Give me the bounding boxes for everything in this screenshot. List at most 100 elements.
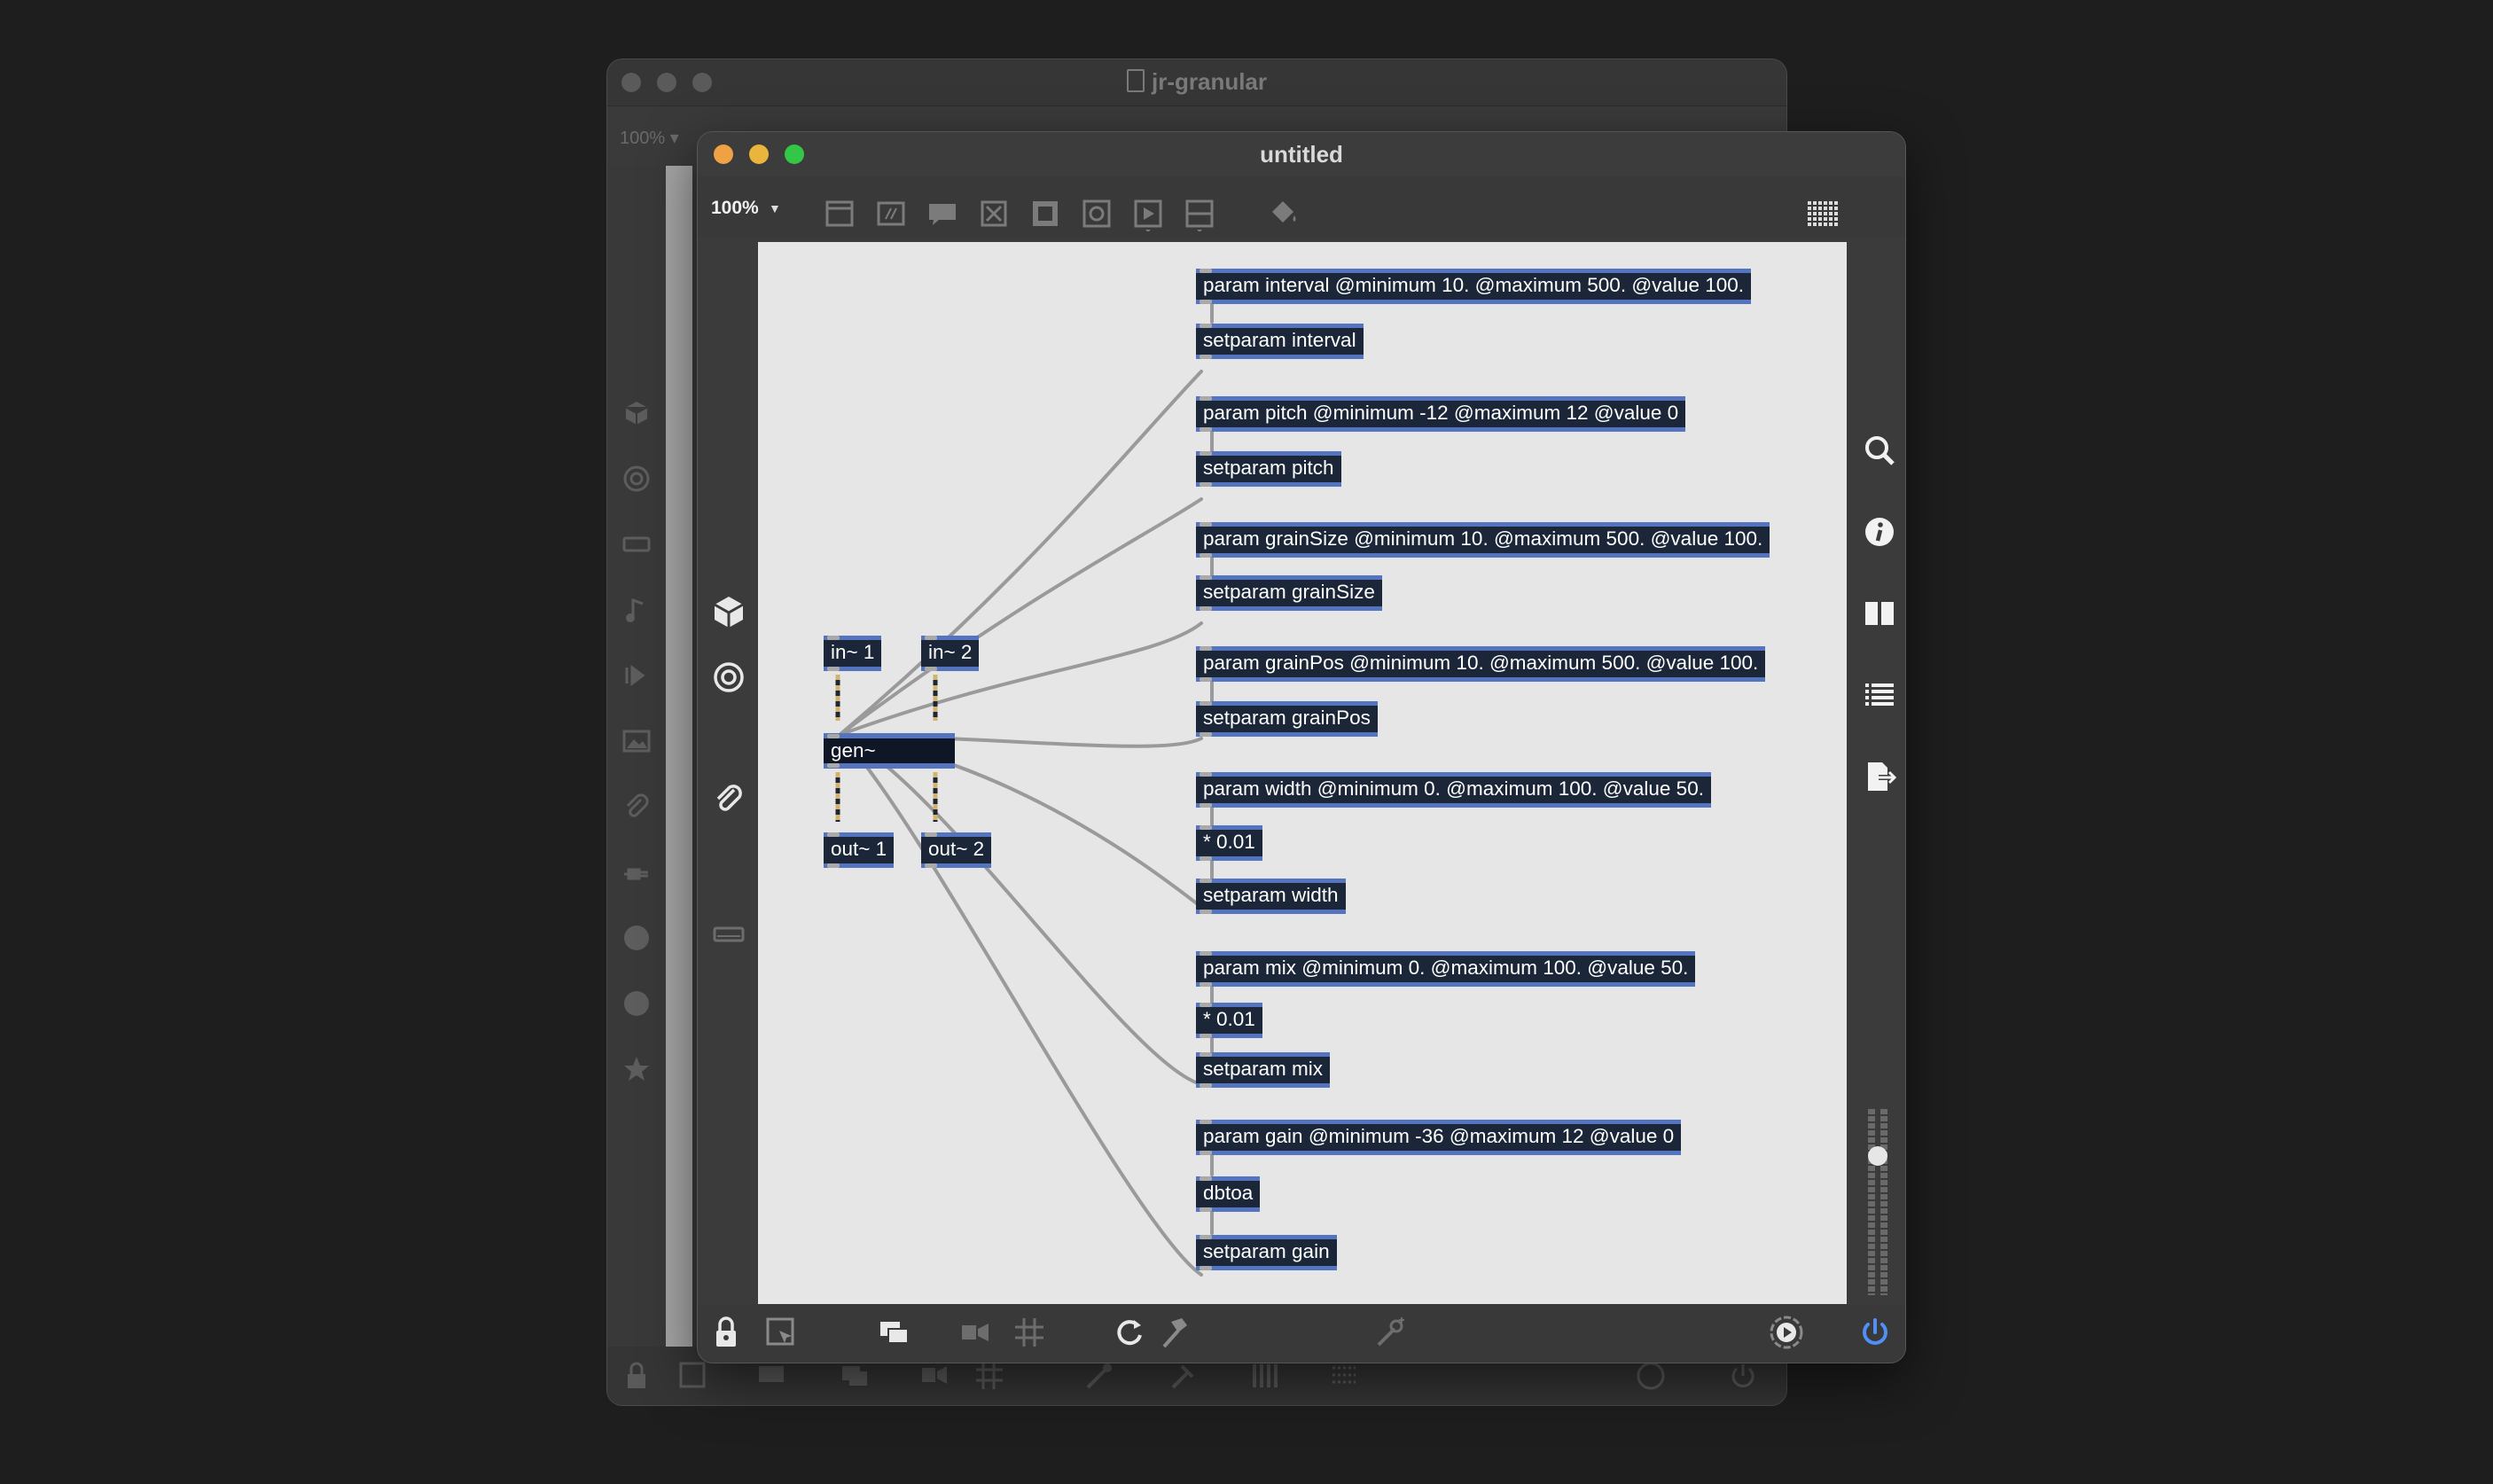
message-box-icon[interactable] xyxy=(873,196,909,231)
object-param-mix[interactable]: param mix @minimum 0. @maximum 100. @val… xyxy=(1196,951,1696,987)
inlet[interactable] xyxy=(827,832,840,837)
debug-icon[interactable] xyxy=(1082,1359,1116,1393)
hammer-icon[interactable] xyxy=(1166,1359,1200,1393)
outlet[interactable] xyxy=(1200,677,1212,682)
inlet[interactable] xyxy=(925,636,937,640)
search-icon[interactable] xyxy=(1861,432,1898,469)
outlet[interactable] xyxy=(1200,427,1212,432)
cord-gen-to-setparam-grainsize[interactable] xyxy=(838,621,1203,737)
power-icon[interactable] xyxy=(1726,1359,1760,1393)
outlet[interactable] xyxy=(1200,910,1212,914)
cord-gen-to-setparam-mix[interactable] xyxy=(838,733,1203,1086)
outlet[interactable] xyxy=(1200,553,1212,558)
background-window-titlebar[interactable] xyxy=(607,59,1786,106)
outlet[interactable] xyxy=(925,863,937,868)
slider-icon[interactable] xyxy=(1182,196,1217,231)
image-icon[interactable] xyxy=(621,726,652,756)
object-in2[interactable]: in~ 2 xyxy=(921,636,980,671)
outlet[interactable] xyxy=(1200,1034,1212,1038)
inlet[interactable] xyxy=(1200,1003,1212,1007)
inlet[interactable] xyxy=(1200,269,1212,273)
power-icon[interactable] xyxy=(1856,1313,1895,1352)
music-note-icon[interactable] xyxy=(621,595,652,625)
inlet[interactable] xyxy=(827,636,840,640)
inlet[interactable] xyxy=(1200,396,1212,401)
outlet[interactable] xyxy=(1200,732,1212,737)
outlet[interactable] xyxy=(1200,803,1212,808)
object-out1[interactable]: out~ 1 xyxy=(824,832,895,868)
object-param-pitch[interactable]: param pitch @minimum -12 @maximum 12 @va… xyxy=(1196,396,1686,432)
inlet[interactable] xyxy=(1200,1052,1212,1057)
window-zoom-button[interactable] xyxy=(785,144,804,164)
grid-snap-icon[interactable] xyxy=(1010,1313,1049,1352)
object-setparam-width[interactable]: setparam width xyxy=(1196,879,1346,914)
object-param-grainpos[interactable]: param grainPos @minimum 10. @maximum 500… xyxy=(1196,646,1766,682)
list-icon[interactable] xyxy=(1861,676,1898,714)
audio-status-icon[interactable] xyxy=(1634,1359,1668,1393)
plug-icon[interactable] xyxy=(621,857,652,887)
outlet[interactable] xyxy=(1200,982,1212,987)
info-icon[interactable] xyxy=(1861,513,1898,551)
target-icon[interactable] xyxy=(621,464,652,494)
window-zoom-button-inactive[interactable] xyxy=(692,73,712,92)
paint-bucket-icon[interactable] xyxy=(1265,196,1301,231)
zoom-level[interactable]: 100% xyxy=(711,198,759,218)
grid-icon[interactable] xyxy=(1804,196,1840,231)
target-icon[interactable] xyxy=(710,659,747,696)
hammer-icon[interactable] xyxy=(1155,1313,1194,1352)
object-param-interval[interactable]: param interval @minimum 10. @maximum 500… xyxy=(1196,269,1751,304)
presentation-mode-icon[interactable] xyxy=(918,1359,951,1393)
play-object-icon[interactable] xyxy=(1130,196,1166,231)
comment-icon[interactable] xyxy=(754,1359,788,1393)
debug-icon[interactable] xyxy=(1372,1313,1411,1352)
presentation-icon[interactable] xyxy=(822,196,857,231)
inlet[interactable] xyxy=(1200,1235,1212,1239)
bpatcher-icon[interactable] xyxy=(621,988,652,1019)
select-icon[interactable] xyxy=(762,1313,801,1352)
dial-icon[interactable] xyxy=(1079,196,1114,231)
outlet[interactable] xyxy=(1200,355,1212,359)
inlet[interactable] xyxy=(1200,879,1212,883)
inlet[interactable] xyxy=(1200,1176,1212,1181)
inlet[interactable] xyxy=(1200,772,1212,777)
matrix-icon[interactable] xyxy=(1028,196,1063,231)
outlet[interactable] xyxy=(827,763,840,768)
inlet[interactable] xyxy=(1200,646,1212,651)
object-in1[interactable]: in~ 1 xyxy=(824,636,882,671)
volume-slider-knob[interactable] xyxy=(1868,1146,1887,1166)
background-zoom-label[interactable]: 100% ▾ xyxy=(620,129,679,148)
cube-icon[interactable] xyxy=(621,398,652,428)
outlet[interactable] xyxy=(1200,856,1212,861)
step-forward-icon[interactable] xyxy=(621,660,652,691)
outlet[interactable] xyxy=(1200,1151,1212,1155)
patcher-canvas[interactable]: param interval @minimum 10. @maximum 500… xyxy=(758,242,1847,1304)
object-setparam-grainpos[interactable]: setparam grainPos xyxy=(1196,701,1378,737)
object-gen[interactable]: gen~ xyxy=(824,733,955,769)
outlet[interactable] xyxy=(1200,1266,1212,1270)
object-setparam-grainsize[interactable]: setparam grainSize xyxy=(1196,575,1382,611)
paperclip-icon[interactable] xyxy=(710,781,747,818)
inlet[interactable] xyxy=(925,832,937,837)
inlet[interactable] xyxy=(1200,575,1212,580)
export-icon[interactable] xyxy=(1861,758,1898,795)
object-param-width[interactable]: param width @minimum 0. @maximum 100. @v… xyxy=(1196,772,1711,808)
inlet[interactable] xyxy=(1200,1120,1212,1124)
dotted-grid-icon[interactable] xyxy=(1327,1359,1361,1393)
grid-snap-icon[interactable] xyxy=(973,1359,1006,1393)
outlet[interactable] xyxy=(1200,1083,1212,1088)
outlet[interactable] xyxy=(925,667,937,671)
inlet[interactable] xyxy=(1200,324,1212,328)
inlet[interactable] xyxy=(1200,951,1212,956)
window-close-button-inactive[interactable] xyxy=(621,73,641,92)
outlet[interactable] xyxy=(1200,482,1212,487)
inlet[interactable] xyxy=(1200,701,1212,706)
outlet[interactable] xyxy=(827,667,840,671)
mixer-icon[interactable] xyxy=(1247,1359,1281,1393)
window-close-button[interactable] xyxy=(714,144,733,164)
object-multiply-width[interactable]: * 0.01 xyxy=(1196,825,1262,861)
object-param-grainsize[interactable]: param grainSize @minimum 10. @maximum 50… xyxy=(1196,522,1770,558)
patcher-window[interactable]: untitled 100% ▼ xyxy=(697,131,1906,1363)
lock-icon[interactable] xyxy=(707,1313,746,1352)
inlet[interactable] xyxy=(827,734,840,738)
object-setparam-interval[interactable]: setparam interval xyxy=(1196,324,1364,359)
